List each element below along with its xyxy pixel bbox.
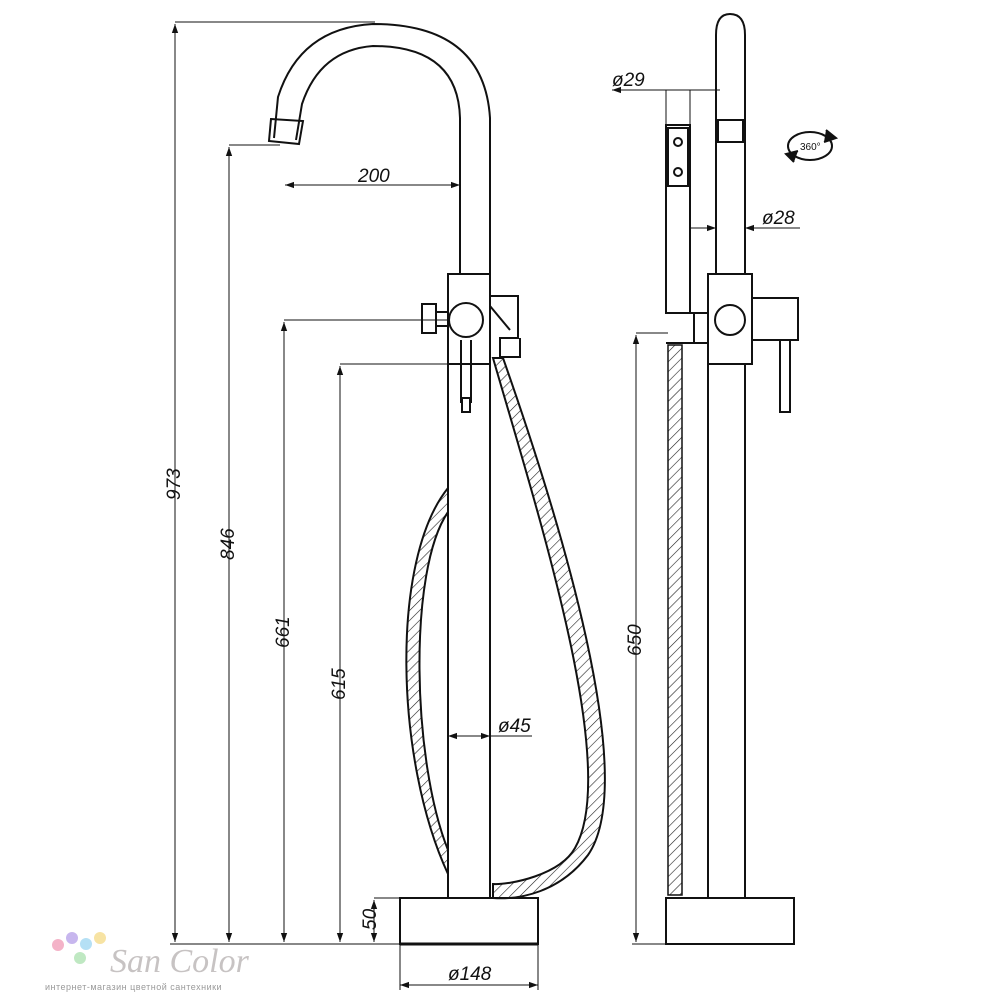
side-spout-ring [717,119,744,143]
handle-tip [461,397,471,413]
logo-dot [94,932,106,944]
dim-spout-reach: 200 [357,166,390,187]
shower-hose [405,357,606,900]
logo-wordmark: San Color [110,943,250,980]
logo-dot [74,952,86,964]
front-dimensions [170,21,539,990]
dim-hose-height: 615 [329,668,350,700]
spout-outer [273,22,491,274]
logo-dots [52,932,106,964]
dim-spout-pipe-diameter: ø28 [762,208,795,229]
logo-dot [52,939,64,951]
dim-mixer-height: 661 [273,616,294,648]
side-dimensions [612,86,800,945]
logo-dot [80,938,92,950]
mixer-knob [448,302,484,338]
rotation-360-icon [784,129,839,163]
dim-base-diameter: ø148 [448,964,492,985]
front-view [267,22,539,946]
dim-base-height: 50 [360,908,381,930]
logo-tagline: интернет-магазин цветной сантехники [45,982,222,992]
spout-tip [267,117,305,146]
hand-shower [665,124,691,314]
dim-side-height: 650 [625,624,646,656]
spout-inner [295,44,461,274]
dim-body-diameter: ø45 [498,716,531,737]
mixer-block [447,273,491,365]
rotation-label: 360° [800,142,821,153]
side-hose [667,344,683,896]
side-mixer-block [707,273,753,365]
side-spout-pipe [715,12,746,274]
dim-hand-shower-diameter: ø29 [612,70,645,91]
base-plate [399,897,539,945]
dim-total-height: 973 [164,468,185,500]
side-view [665,12,799,945]
dim-spout-outlet-height: 846 [218,528,239,560]
logo-dot [66,932,78,944]
side-inlet [421,303,448,334]
hose-outlet [489,295,521,358]
sancolor-logo: San Color интернет-магазин цветной санте… [45,932,250,992]
shower-face [667,127,689,187]
